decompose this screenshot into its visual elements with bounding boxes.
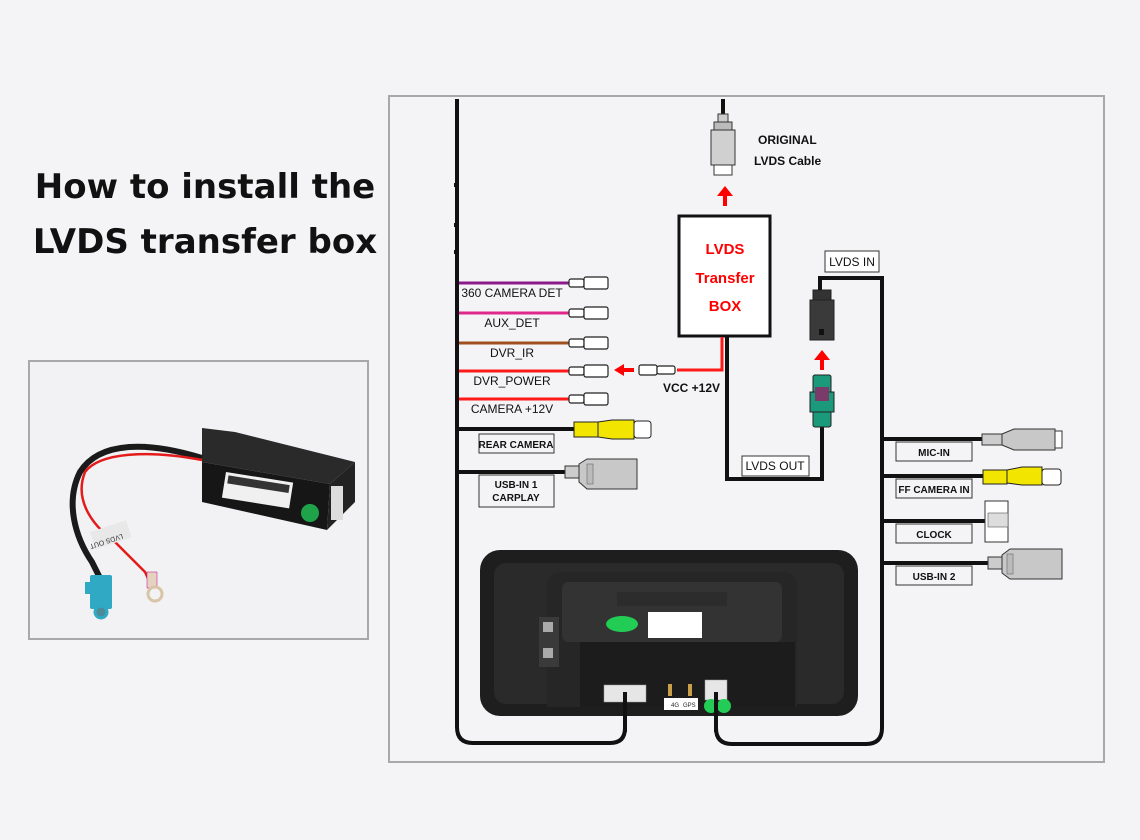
fakra-tab [85, 582, 95, 594]
rear-camera-label: REAR CAMERA [479, 440, 554, 451]
mic-in-label: MIC-IN [918, 448, 950, 459]
black-cable [69, 443, 203, 584]
diagram-canvas: 360 CAMERA DET AUX_DET DVR_IR DVR_POWER CAME… [454, 99, 1063, 746]
rca-yellow-icon [573, 419, 652, 440]
antenna-label [664, 698, 698, 710]
bullet-connector-icon [568, 308, 585, 318]
usb-in-2-label: USB-IN 2 [913, 572, 956, 583]
green-sticker [301, 504, 319, 522]
ring-terminal [146, 585, 164, 603]
ff-camera-label: FF CAMERA IN [898, 485, 969, 496]
bullet-connector-icon [568, 366, 585, 376]
title-line-1: How to install the [34, 167, 376, 207]
bullet-connector-icon [568, 278, 585, 288]
wire-label: CAMERA +12V [471, 402, 553, 416]
usb-in-1-label-line2: CARPLAY [492, 493, 540, 504]
arrow-up-icon [814, 350, 830, 370]
lvds-out-label-box [741, 455, 810, 477]
lvds-out-cable [725, 337, 824, 481]
vcc-connector-icon [638, 364, 676, 376]
wire-label: DVR_POWER [473, 374, 551, 388]
arrow-up-icon [717, 186, 733, 206]
original-lvds-connector-icon [710, 113, 736, 176]
lvds-in-label: LVDS IN [829, 255, 875, 269]
box-port [331, 486, 343, 520]
transfer-box-label-line1: LVDS [706, 241, 745, 258]
bullet-connector-icon [568, 394, 585, 404]
wire-label: 360 CAMERA DET [461, 286, 563, 300]
wire-label: DVR_IR [490, 346, 534, 360]
box-top [202, 428, 355, 484]
usb-icon [564, 458, 638, 490]
arrow-left-icon [614, 364, 634, 376]
red-cable [80, 452, 203, 588]
rca-yellow-icon [982, 466, 1062, 486]
harness-tick [454, 250, 458, 254]
cable-tag [90, 520, 132, 550]
bullet-connector-icon [583, 364, 609, 378]
4g-label: 4G [671, 703, 679, 709]
harness-tick [454, 183, 458, 187]
original-cable-label-line1: ORIGINAL [758, 133, 817, 147]
usb-in-1-label-box [478, 474, 555, 508]
harness-tick [454, 223, 458, 227]
vcc-label: VCC +12V [663, 381, 720, 395]
gps-antenna-port [688, 684, 692, 696]
clock-label-box [895, 523, 973, 544]
lvds-transfer-box [677, 214, 772, 338]
4g-antenna-port [668, 684, 672, 696]
bullet-connector-icon [583, 306, 609, 320]
transfer-box-label-line2: Transfer [695, 270, 754, 287]
lvds-out-label: LVDS OUT [745, 459, 805, 473]
left-harness-cable [455, 99, 627, 745]
page-title: How to install the LVDS transfer box [20, 160, 390, 270]
wiring-diagram: 360 CAMERA DET AUX_DET DVR_IR DVR_POWER CAME… [388, 95, 1105, 763]
vent-grille [617, 592, 727, 606]
usb-in-1-label-line1: USB-IN 1 [495, 480, 538, 491]
gps-label: GPS [683, 703, 696, 709]
transfer-box-label-line3: BOX [709, 298, 742, 315]
lvds-in-cable [714, 276, 884, 746]
usb-in-2-label-box [895, 565, 973, 586]
green-highlight [717, 699, 731, 713]
rear-camera-label-box [478, 433, 555, 454]
clock-connector-icon [984, 500, 1009, 543]
bracket-screw [543, 622, 553, 632]
bullet-connector-icon [583, 276, 609, 290]
barcode-icon [227, 475, 290, 494]
fakra-connector [90, 575, 112, 609]
lvds-in-connector-icon [809, 289, 835, 341]
transfer-box-photo: LVDS OUT [69, 428, 355, 620]
product-photo: LVDS OUT [28, 360, 369, 640]
mic-plug-icon [981, 428, 1063, 451]
head-unit-sticker [648, 612, 702, 638]
vcc-wire [677, 337, 724, 372]
mic-in-label-box [895, 441, 973, 462]
usb-icon [987, 548, 1063, 580]
fakra-connector-icon [809, 374, 835, 428]
ff-camera-label-box [895, 478, 973, 499]
bullet-connector-icon [583, 336, 609, 350]
clock-label: CLOCK [916, 530, 952, 541]
bullet-connector-icon [583, 392, 609, 406]
fakra-port [93, 604, 109, 620]
lvds-in-label-box [824, 250, 880, 273]
title-line-2: LVDS transfer box [32, 222, 378, 262]
head-unit: 4G GPS [480, 550, 858, 716]
bracket-screw [543, 648, 553, 658]
bullet-connector-icon [568, 338, 585, 348]
original-cable-label-line2: LVDS Cable [754, 154, 821, 168]
wire-label: AUX_DET [484, 316, 540, 330]
green-highlight [606, 616, 638, 632]
